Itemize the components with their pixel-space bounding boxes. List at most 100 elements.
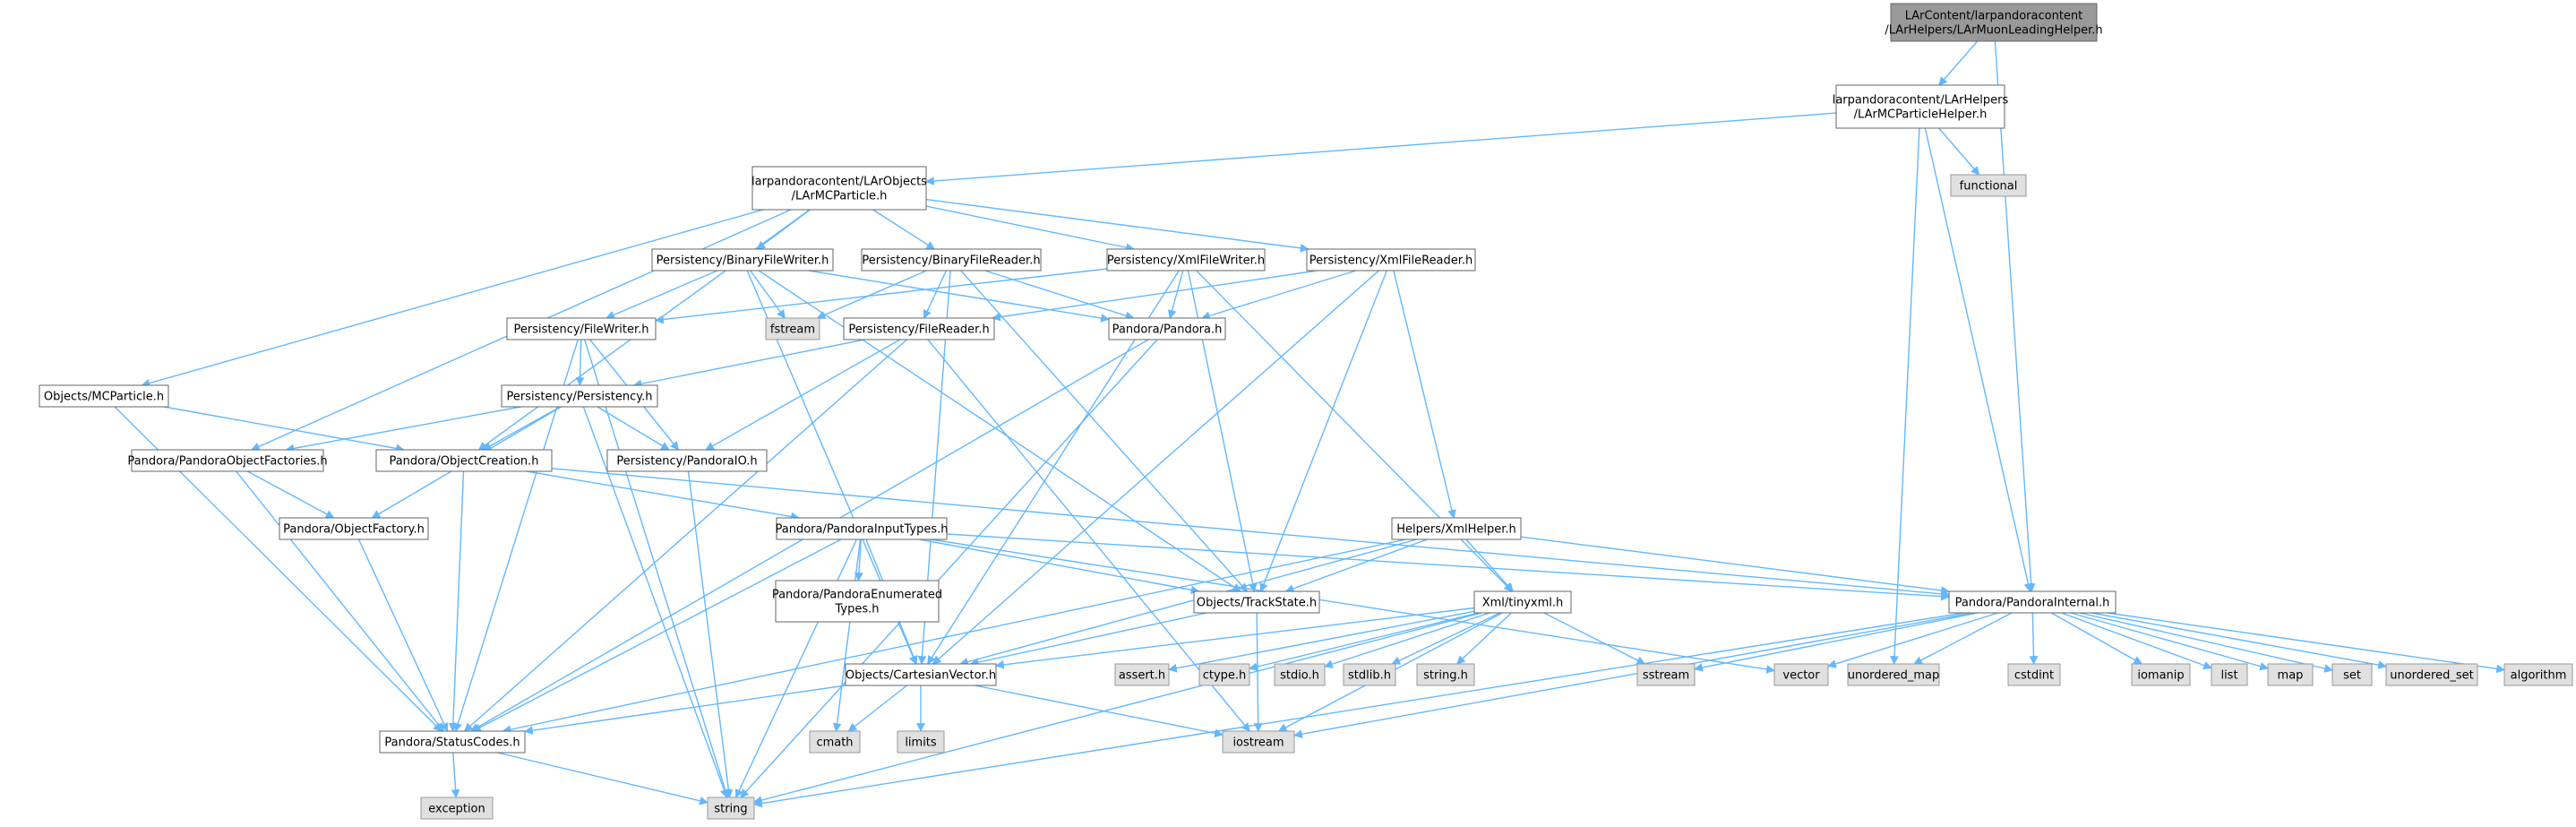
node-box <box>1950 174 2027 197</box>
edge-xh-to-sc <box>502 538 1406 734</box>
node-fr[interactable]: Persistency/FileReader.h <box>843 317 995 340</box>
node-label: map <box>2278 669 2304 683</box>
edge-xh-to-pi <box>1520 536 1950 595</box>
node-box <box>39 384 169 408</box>
node-box <box>1114 663 1170 686</box>
edge-bfw-to-fw <box>605 270 718 320</box>
node-box <box>651 248 834 271</box>
node-box <box>1306 248 1476 271</box>
edge-cv-to-cmath <box>847 685 908 732</box>
node-label: Xml/tinyxml.h <box>1482 597 1564 610</box>
node-label: Helpers/XmlHelper.h <box>1396 523 1516 537</box>
node-tx[interactable]: Xml/tinyxml.h <box>1473 590 1572 614</box>
edge-ts-to-cv <box>969 612 1207 667</box>
edge-tx-to-ctype <box>1249 612 1479 671</box>
edge-fr-to-pers <box>632 339 865 389</box>
node-set: set <box>2331 663 2373 686</box>
node-of[interactable]: Pandora/ObjectFactory.h <box>279 517 429 540</box>
node-pof[interactable]: Pandora/PandoraObjectFactories.h <box>127 449 328 472</box>
node-label: algorithm <box>2511 669 2567 683</box>
node-mcph[interactable]: larpandoracontent/LArHelpers/LArMCPartic… <box>1833 84 2009 129</box>
node-label: stdio.h <box>1280 669 1319 683</box>
edge-pi-to-algorithm <box>2107 612 2505 674</box>
edge-tx-to-sstream <box>1543 612 1646 665</box>
edge-xfr-to-fr <box>992 270 1318 322</box>
node-algorithm: algorithm <box>2503 663 2573 686</box>
edge-bfr-to-pandora <box>984 270 1135 320</box>
edge-bfr-to-fstream <box>816 270 927 319</box>
edge-larmcp-to-xfr <box>925 198 1309 253</box>
node-box <box>1274 663 1326 686</box>
edge-mcph-to-functional <box>1938 127 1980 176</box>
edge-pof-to-sc <box>236 470 445 732</box>
edge-oc-to-sc <box>448 470 465 732</box>
node-label: Types.h <box>834 603 879 616</box>
node-label: Pandora/PandoraInternal.h <box>1955 597 2110 610</box>
node-box <box>2503 663 2573 686</box>
node-cv[interactable]: Objects/CartesianVector.h <box>845 663 997 686</box>
node-bfr[interactable]: Persistency/BinaryFileReader.h <box>861 248 1042 271</box>
node-ts[interactable]: Objects/TrackState.h <box>1193 590 1320 614</box>
node-xfw[interactable]: Persistency/XmlFileWriter.h <box>1106 248 1266 271</box>
edge-pers-to-pio <box>597 406 670 451</box>
node-label: Pandora/PandoraInputTypes.h <box>775 523 948 537</box>
node-pio[interactable]: Persistency/PandoraIO.h <box>606 449 768 472</box>
node-label: Pandora/StatusCodes.h <box>384 737 519 750</box>
node-label: /LArHelpers/LArMuonLeadingHelper.h <box>1885 24 2102 38</box>
node-larmcp[interactable]: larpandoracontent/LArObjects/LArMCPartic… <box>751 166 927 211</box>
edge-cv-to-iostream <box>975 685 1224 738</box>
node-fstream: fstream <box>765 317 820 340</box>
node-label: Pandora/Pandora.h <box>1112 323 1223 337</box>
node-assert: assert.h <box>1114 663 1170 686</box>
edge-mcp-to-oc <box>163 406 405 453</box>
edge-larmcp-to-bfr <box>872 209 936 250</box>
node-label: stdlib.h <box>1348 669 1391 683</box>
node-box <box>843 317 995 340</box>
edge-pers-to-string <box>582 406 729 798</box>
node-box <box>420 797 494 820</box>
node-pit[interactable]: Pandora/PandoraInputTypes.h <box>775 517 949 540</box>
edge-pi-to-vector <box>1827 612 1999 668</box>
edge-root-to-pi <box>1994 40 2036 592</box>
edge-sc-to-exception <box>451 752 460 798</box>
node-box <box>765 317 820 340</box>
edge-pi-to-list <box>2061 612 2212 670</box>
node-box <box>1948 590 2117 614</box>
edge-tx-to-string <box>753 612 1482 805</box>
node-map: map <box>2267 663 2314 686</box>
node-oc[interactable]: Pandora/ObjectCreation.h <box>375 449 553 472</box>
edge-xh-to-tx <box>1465 538 1514 592</box>
edge-pi-to-sstream <box>1694 612 1979 672</box>
node-box <box>2331 663 2373 686</box>
edge-pit-to-ts <box>919 538 1200 595</box>
node-box <box>1847 663 1940 686</box>
node-root[interactable]: LArContent/larpandoracontent/LArHelpers/… <box>1885 3 2103 42</box>
node-label: unordered_set <box>2390 669 2473 683</box>
node-ctype: ctype.h <box>1198 663 1250 686</box>
edge-root-to-mcph <box>1938 40 1979 86</box>
node-xh[interactable]: Helpers/XmlHelper.h <box>1391 517 1522 540</box>
node-exception: exception <box>420 797 494 820</box>
node-pers[interactable]: Persistency/Persistency.h <box>501 384 658 408</box>
edge-xfw-to-fw <box>655 268 1108 324</box>
node-box <box>1106 248 1266 271</box>
node-pandora[interactable]: Pandora/Pandora.h <box>1108 317 1226 340</box>
node-label: unordered_map <box>1848 669 1940 683</box>
node-label: Objects/TrackState.h <box>1197 597 1317 610</box>
node-label: Pandora/ObjectFactory.h <box>283 523 425 537</box>
node-sc[interactable]: Pandora/StatusCodes.h <box>379 730 526 754</box>
node-string: string <box>707 797 755 820</box>
node-layer: LArContent/larpandoracontent/LArHelpers/… <box>39 3 2573 820</box>
node-bfw[interactable]: Persistency/BinaryFileWriter.h <box>651 248 834 271</box>
node-box <box>809 730 861 754</box>
edge-bfw-to-pandora <box>808 270 1110 323</box>
node-pi[interactable]: Pandora/PandoraInternal.h <box>1948 590 2117 614</box>
node-fw[interactable]: Persistency/FileWriter.h <box>506 317 657 340</box>
node-label: Objects/MCParticle.h <box>44 391 164 404</box>
node-xfr[interactable]: Persistency/XmlFileReader.h <box>1306 248 1476 271</box>
node-mcp[interactable]: Objects/MCParticle.h <box>39 384 169 408</box>
node-box <box>2267 663 2314 686</box>
edge-tx-to-cv <box>995 607 1475 669</box>
node-box <box>897 730 945 754</box>
